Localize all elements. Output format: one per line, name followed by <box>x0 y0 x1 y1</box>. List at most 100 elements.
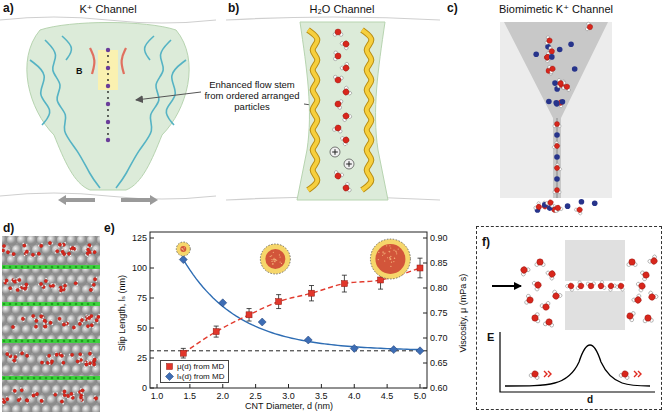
carbon-bead <box>57 303 60 306</box>
oxygen-atom <box>50 359 55 364</box>
speckle <box>273 263 274 264</box>
water-molecule <box>553 187 561 193</box>
tick-label: 4.0 <box>348 391 361 401</box>
oxygen-atom <box>81 389 85 393</box>
wall-atom <box>57 275 68 286</box>
md-snapshot <box>2 236 100 412</box>
alpha-helix <box>308 30 317 190</box>
oxygen-atom <box>57 316 62 321</box>
oxygen-atom <box>70 395 75 400</box>
oxygen-atom <box>92 357 97 362</box>
water-core <box>375 244 405 274</box>
oxygen-atom <box>19 388 24 393</box>
tick-mark <box>150 268 154 269</box>
potassium-channel-art <box>0 17 216 205</box>
oxygen-atom <box>335 77 342 84</box>
oxygen-atom <box>67 252 71 256</box>
oxygen-atom <box>546 37 552 43</box>
water-molecule <box>561 83 571 92</box>
oxygen-atom <box>549 65 556 72</box>
speckle <box>384 253 385 254</box>
wall-atom <box>12 285 23 296</box>
wall-atom <box>47 255 58 266</box>
oxygen-atom <box>13 355 17 359</box>
water-molecule <box>85 251 91 255</box>
tick-mark <box>423 338 427 339</box>
nanotube-wall <box>2 265 100 269</box>
oxygen-atom <box>54 352 59 357</box>
data-diamond <box>219 299 227 307</box>
water-molecule <box>518 264 531 277</box>
speckle <box>390 259 391 260</box>
data-square <box>213 329 219 335</box>
plus-sign <box>332 149 338 155</box>
water-molecule <box>565 281 577 292</box>
data-square <box>246 312 252 318</box>
oxygen-atom <box>89 288 94 293</box>
path-dot <box>107 133 109 135</box>
water-molecule <box>76 358 81 364</box>
speckle <box>183 249 184 250</box>
carbon-bead <box>81 340 84 343</box>
line-chart <box>150 232 427 388</box>
water-molecule <box>532 279 543 292</box>
wall-atom <box>42 245 53 256</box>
hydrogen-atom <box>25 283 28 286</box>
carbon-bead <box>27 266 30 269</box>
oxygen-atom <box>2 244 6 249</box>
wall-atom <box>57 255 68 266</box>
wall-atom <box>77 236 88 245</box>
oxygen-atom <box>617 282 625 290</box>
water-molecule <box>66 251 72 256</box>
water-molecule <box>61 321 67 326</box>
nanotube-section <box>260 244 290 274</box>
legend-marker <box>165 372 174 381</box>
oxygen-atom <box>554 204 561 211</box>
oxygen-atom <box>554 143 561 150</box>
oxygen-atom <box>21 317 25 321</box>
wall-atom <box>97 275 100 286</box>
carbon-bead <box>9 266 12 269</box>
carbon-bead <box>87 340 90 343</box>
carbon-bead <box>51 266 54 269</box>
leader-line <box>136 92 201 100</box>
wall-atom <box>47 236 58 245</box>
panel-title: H₂O Channel <box>310 3 375 16</box>
wall-atom <box>92 385 100 396</box>
oxygen-atom <box>63 284 67 288</box>
nanotube-wall <box>2 376 100 380</box>
wall-atom <box>12 365 23 376</box>
tick-label: 5.0 <box>414 391 427 401</box>
tick-label: 0.90 <box>430 233 448 243</box>
wall-atom <box>82 285 93 296</box>
water-molecule <box>79 316 85 323</box>
error-bar <box>309 286 314 301</box>
oxygen-atom <box>92 362 97 367</box>
data-diamond <box>416 347 424 355</box>
carbon-bead <box>57 266 60 269</box>
path-dot <box>107 127 109 129</box>
oxygen-atom <box>59 353 64 358</box>
tick-label: 75 <box>137 293 147 303</box>
tick-mark <box>420 384 421 388</box>
water-molecule <box>13 354 18 360</box>
water-molecule <box>22 287 28 292</box>
oxygen-atom <box>39 282 44 287</box>
oxygen-atom <box>62 361 66 365</box>
water-molecule <box>643 314 654 323</box>
oxygen-atom <box>531 370 539 378</box>
potassium-ion <box>546 99 552 105</box>
potassium-ion <box>553 100 559 106</box>
data-square <box>180 350 186 356</box>
water-molecule <box>545 36 553 46</box>
carbon-bead <box>75 340 78 343</box>
water-molecule <box>46 353 53 359</box>
oxygen-atom <box>334 172 342 180</box>
wall-atom <box>62 365 73 376</box>
carbon-bead <box>15 266 18 269</box>
oxygen-atom <box>335 29 341 35</box>
oxygen-atom <box>542 303 550 311</box>
energy-barrier <box>505 345 650 386</box>
